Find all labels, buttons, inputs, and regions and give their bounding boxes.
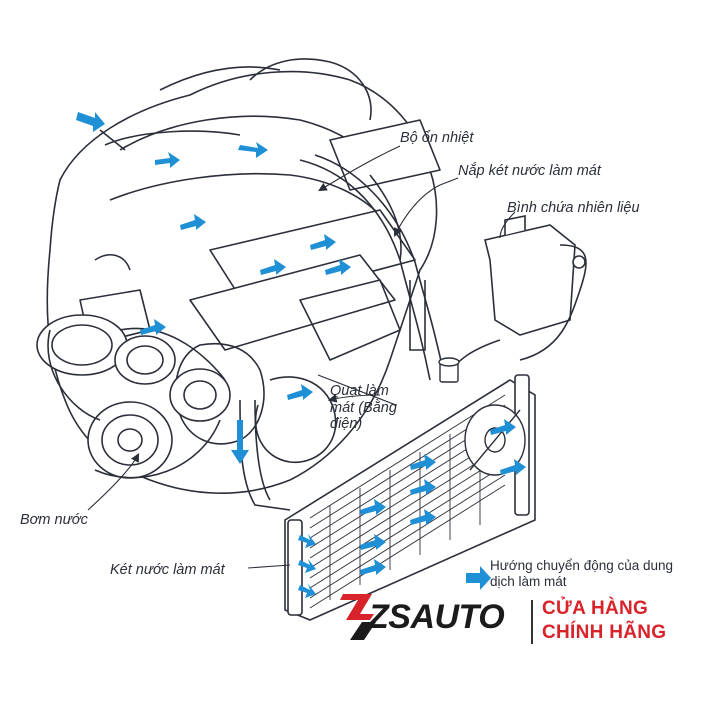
brand-logo-text: ZSAUTO [368, 598, 505, 636]
pulley-system [36, 314, 231, 479]
coolant-reservoir [449, 215, 587, 371]
label-radiator-cap: Nắp két nước làm mát [458, 163, 601, 179]
brand-tagline-1: CỬA HÀNG [542, 598, 649, 619]
label-cooling-fan: Quạt làm mát (Bằng điện) [330, 383, 397, 433]
label-radiator: Két nước làm mát [110, 562, 225, 578]
coolant-flow-arrows [76, 112, 526, 598]
label-thermostat: Bộ ổn nhiệt [400, 130, 474, 146]
cooling-fan [464, 404, 526, 476]
label-water-pump: Bơm nước [20, 512, 88, 528]
label-reservoir: Bình chứa nhiên liệu [507, 200, 640, 216]
brand-divider [531, 600, 533, 644]
brand-tagline-2: CHÍNH HÃNG [542, 622, 667, 643]
radiator-cap [438, 357, 460, 383]
brand-logo-mark [340, 594, 376, 640]
blue-arrow-icon [466, 566, 491, 590]
leader-lines [87, 145, 516, 569]
legend-description: Hướng chuyển động của dung dịch làm mát [490, 558, 674, 590]
